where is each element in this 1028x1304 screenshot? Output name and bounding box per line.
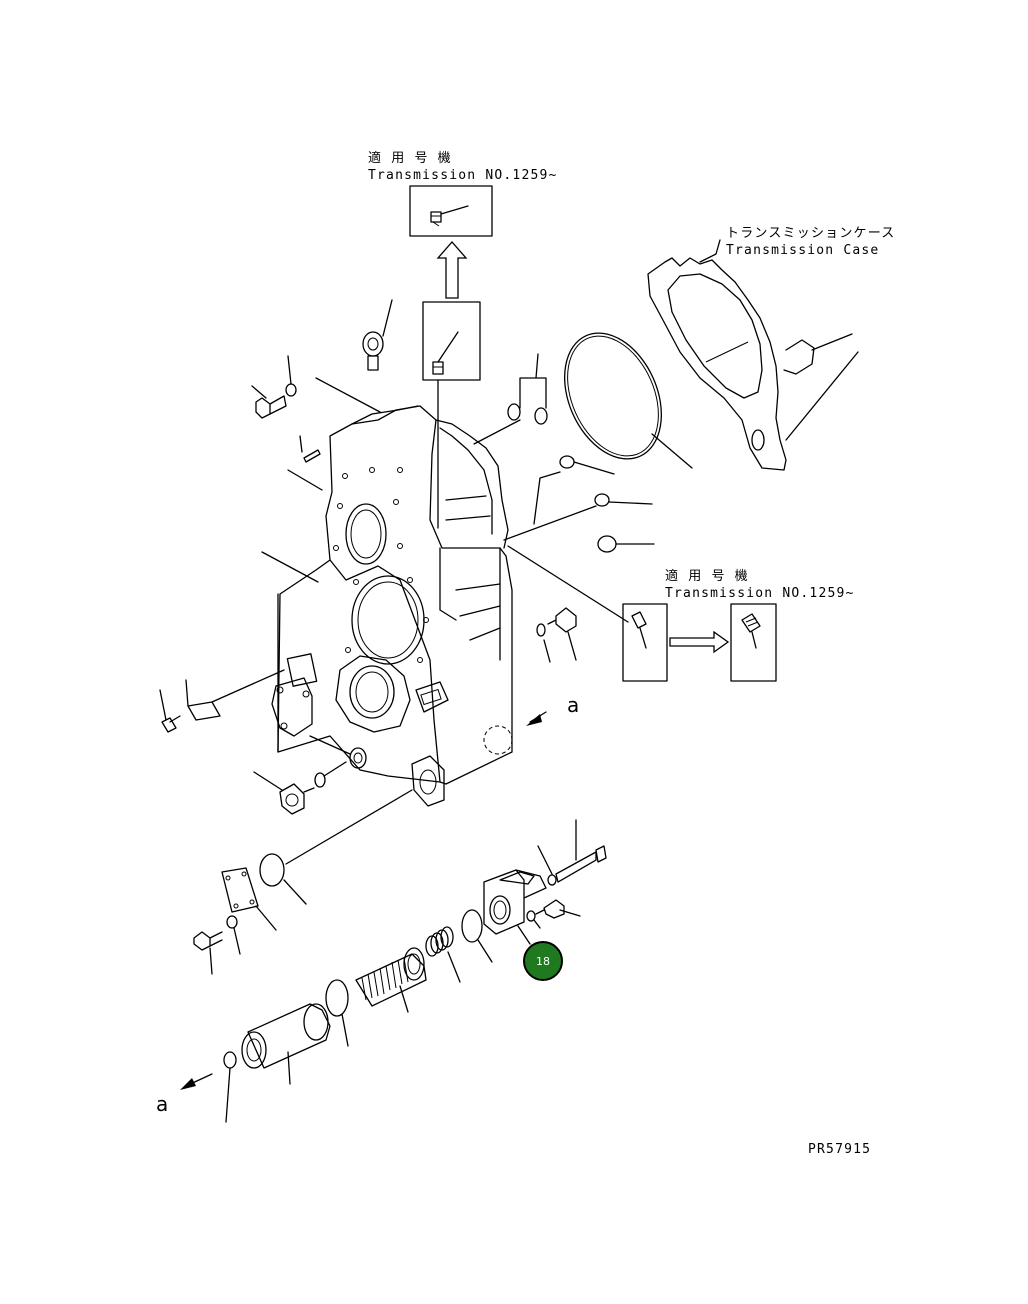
filter-o-ring-large: [325, 979, 349, 1017]
top-model-jp-label: 適 用 号 機: [368, 150, 452, 166]
filter-group-leader: [285, 789, 413, 865]
main-housing: [271, 405, 513, 807]
filter-head: [483, 869, 547, 945]
breather-old-icon: [631, 611, 647, 649]
filter-o-ring-large-leader: [341, 1013, 349, 1047]
small-bolt-left: [159, 689, 181, 733]
side-port: [415, 681, 449, 713]
upper-bore: [345, 503, 387, 565]
top-model-en-label: Transmission NO.1259~: [368, 168, 558, 183]
breather-leader: [507, 545, 629, 623]
transmission-case-outline: [647, 257, 859, 471]
callout-18[interactable]: 18: [523, 941, 563, 981]
side-bolt-and-washer: [536, 607, 577, 663]
top-detail-box: [409, 185, 493, 237]
drawing-number: PR57915: [808, 1142, 871, 1157]
filter-o-ring-leader: [225, 1067, 231, 1123]
cover-bolt: [193, 915, 241, 975]
upgrade-arrow-right: [669, 630, 730, 654]
case-en-label: Transmission Case: [726, 243, 879, 258]
callout-18-circle[interactable]: [523, 941, 563, 981]
head-o-ring-leader: [477, 939, 493, 963]
breather-old-box: [622, 603, 668, 682]
lower-bore-flange: [335, 655, 411, 733]
plug-old-icon: [432, 331, 459, 375]
eye-bolt: [362, 299, 393, 371]
small-o-rings-upper: [473, 353, 655, 553]
filter-cover-plate: [221, 867, 277, 931]
callout-18-number[interactable]: 18: [536, 955, 550, 968]
filter-o-ring-small: [223, 1051, 237, 1069]
right-model-en-label: Transmission NO.1259~: [665, 586, 855, 601]
cover-o-ring-leader: [283, 879, 307, 905]
filter-element: [355, 947, 427, 1013]
plug-new-icon: [430, 205, 469, 227]
cover-o-ring: [259, 853, 285, 887]
spring: [425, 926, 461, 983]
hex-bolt-top: [251, 355, 297, 419]
head-o-ring: [461, 909, 483, 943]
view-arrow-left-head: [180, 1078, 196, 1090]
upgrade-arrow-up: [436, 241, 468, 299]
view-arrow-right-head: [526, 714, 542, 726]
o-ring-leader: [651, 433, 693, 469]
right-model-jp-label: 適 用 号 機: [665, 568, 749, 584]
cover-plate-small: [185, 669, 285, 721]
view-ref-right: a: [567, 693, 579, 717]
case-label-leader: [699, 239, 721, 263]
housing-leader-left: [261, 551, 319, 583]
large-o-ring-inner: [567, 335, 659, 457]
head-long-bolt: [537, 819, 607, 886]
case-jp-label: トランスミッションケース: [726, 226, 896, 241]
breather-new-box: [730, 603, 777, 682]
breather-new-icon: [741, 613, 761, 649]
middle-bore: [351, 575, 425, 665]
bolt-leader-top: [315, 377, 381, 413]
filter-case: [241, 1003, 331, 1085]
large-o-ring: [564, 332, 662, 460]
head-short-bolt: [526, 899, 581, 929]
dowel-pin: [287, 435, 323, 491]
view-ref-left: a: [156, 1092, 168, 1116]
drain-plug: [253, 735, 367, 815]
old-plug-detail-box: [422, 301, 481, 381]
